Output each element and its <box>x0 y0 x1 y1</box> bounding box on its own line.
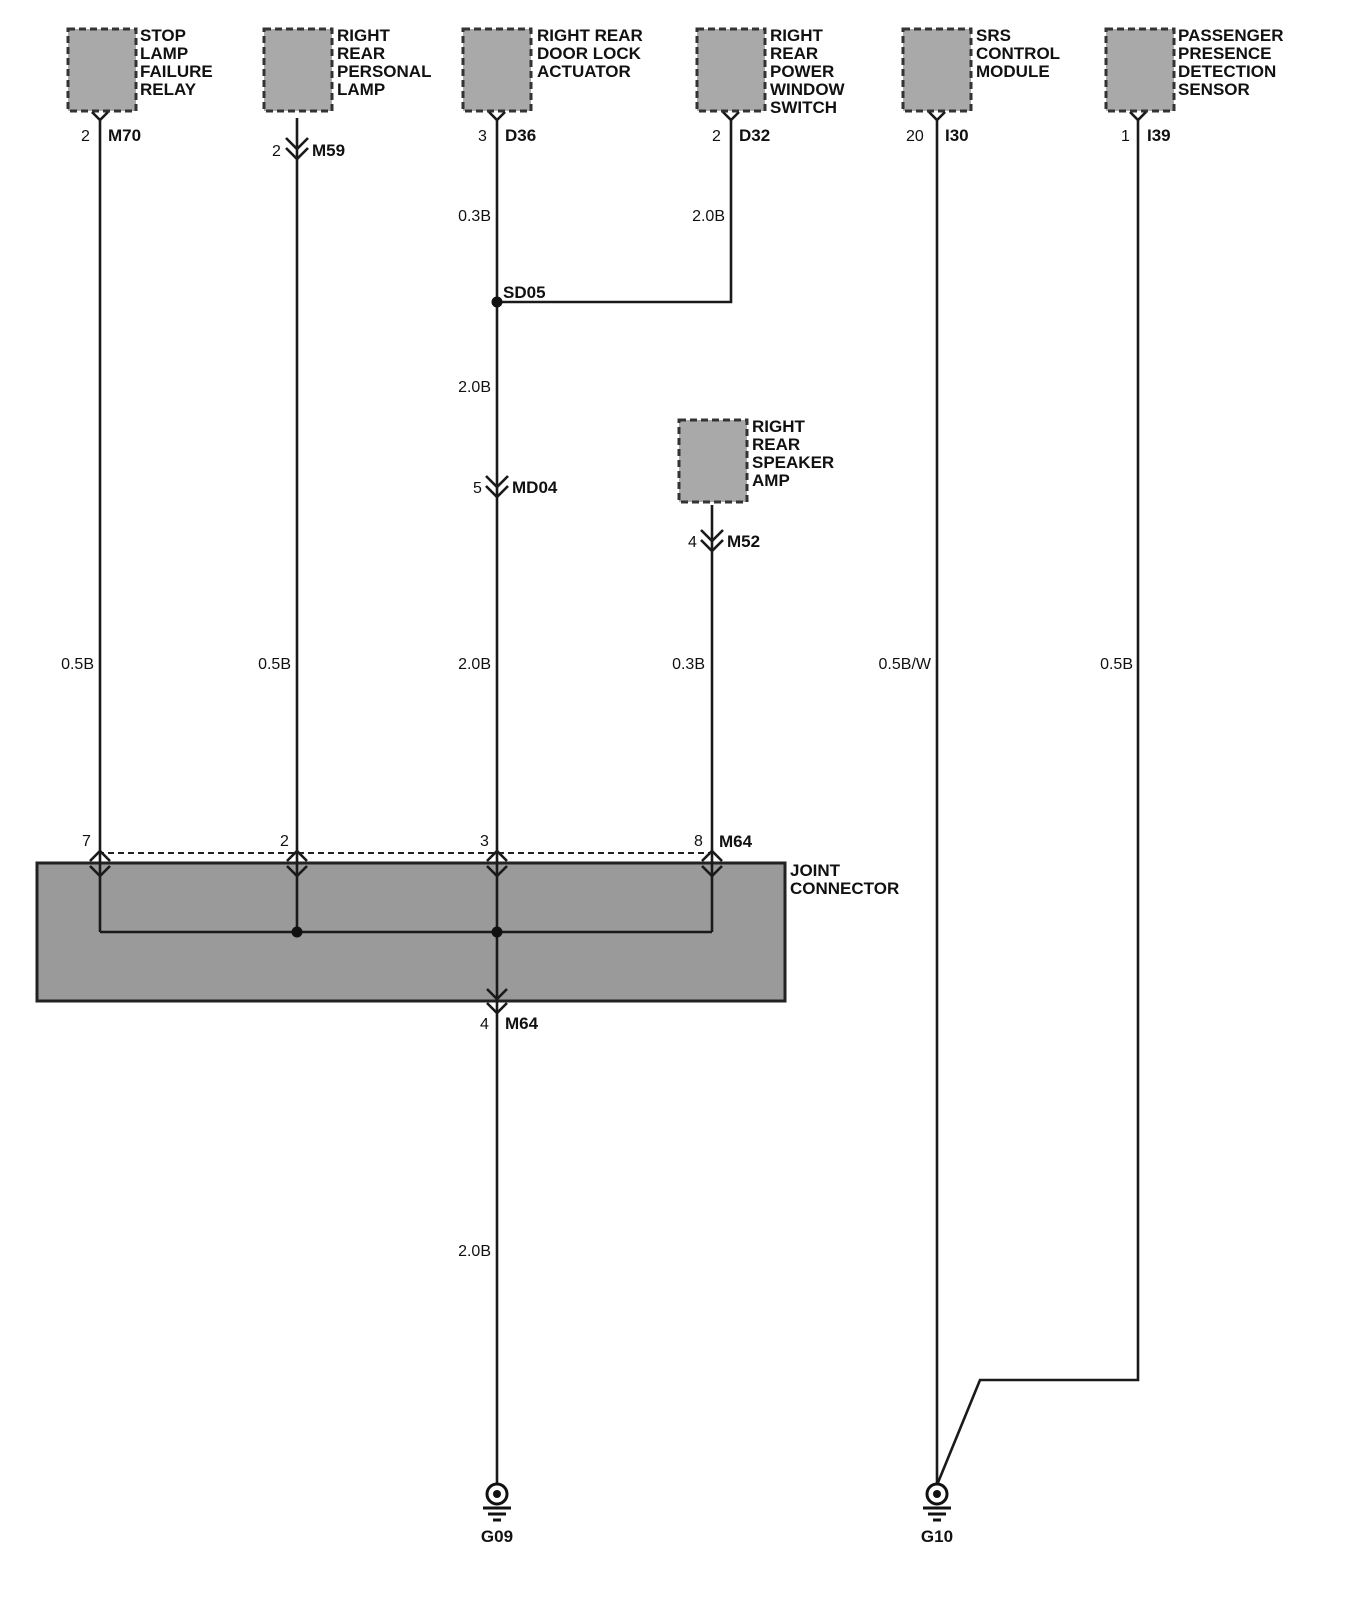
conn-m70: M70 <box>108 126 141 145</box>
pin-i30: 20 <box>906 128 924 145</box>
inline-connector-m52 <box>700 529 724 553</box>
terminal-i39 <box>1129 111 1147 122</box>
conn-i39: I39 <box>1147 126 1171 145</box>
right-rear-door-lock-actuator-label: RIGHT REAR DOOR LOCK ACTUATOR <box>537 26 648 81</box>
jc-terminal-3 <box>486 849 508 878</box>
jc-terminal-4 <box>486 988 508 1015</box>
right-rear-door-lock-actuator-box <box>461 27 533 113</box>
terminal-i30 <box>928 111 946 122</box>
conn-md04: MD04 <box>512 478 558 497</box>
jc-pin-4: 4 <box>480 1016 489 1033</box>
ground-g09-icon <box>483 1482 511 1522</box>
wire-label-g09: 2.0B <box>458 1243 491 1260</box>
splice-sd05-dot <box>491 296 503 308</box>
wire-label-m52: 0.3B <box>672 656 705 673</box>
wire-label-sd05-md04: 2.0B <box>458 379 491 396</box>
stop-lamp-failure-relay-label: STOP LAMP FAILURE RELAY <box>140 26 217 99</box>
wire-i39-g10 <box>935 118 1140 1486</box>
conn-d36: D36 <box>505 126 536 145</box>
wire-label-m70: 0.5B <box>61 656 94 673</box>
ground-g10-icon <box>923 1482 951 1522</box>
pin-i39: 1 <box>1121 128 1130 145</box>
pin-d36: 3 <box>478 128 487 145</box>
splice-sd05-label: SD05 <box>503 283 546 302</box>
srs-control-module-label: SRS CONTROL MODULE <box>976 26 1064 81</box>
pin-d32: 2 <box>712 128 721 145</box>
wire-d32-sd05 <box>497 118 733 304</box>
jc-pin-3: 3 <box>480 833 489 850</box>
joint-connector-label: JOINT CONNECTOR <box>790 861 899 898</box>
conn-m52: M52 <box>727 532 760 551</box>
passenger-presence-sensor-label: PASSENGER PRESENCE DETECTION SENSOR <box>1178 26 1288 99</box>
wire-label-i39: 0.5B <box>1100 656 1133 673</box>
wire-label-d36: 0.3B <box>458 208 491 225</box>
jc-pin-2: 2 <box>280 833 289 850</box>
jc-conn-m64-top: M64 <box>719 832 753 851</box>
terminal-m70 <box>91 111 109 122</box>
ground-g09-label: G09 <box>481 1527 513 1546</box>
jc-terminal-8 <box>701 849 723 878</box>
right-rear-speaker-amp-box <box>677 418 749 504</box>
wire-label-md04: 2.0B <box>458 656 491 673</box>
srs-control-module-box <box>901 27 973 113</box>
inline-connector-m59 <box>285 137 309 161</box>
pin-md04: 5 <box>473 480 482 497</box>
jc-terminal-7 <box>89 849 111 878</box>
wire-label-i30: 0.5B/W <box>879 656 932 673</box>
right-rear-personal-lamp-label: RIGHT REAR PERSONAL LAMP <box>337 26 436 99</box>
jc-splice-dot-2 <box>491 926 503 938</box>
wire-label-d32: 2.0B <box>692 208 725 225</box>
jc-splice-dot-1 <box>291 926 303 938</box>
right-rear-power-window-switch-label: RIGHT REAR POWER WINDOW SWITCH <box>770 26 849 117</box>
ground-g10-label: G10 <box>921 1527 953 1546</box>
pin-m52: 4 <box>688 534 697 551</box>
pin-m70: 2 <box>81 128 90 145</box>
passenger-presence-sensor-box <box>1104 27 1176 113</box>
jc-terminal-2 <box>286 849 308 878</box>
jc-pin-7: 7 <box>82 833 91 850</box>
terminal-d36 <box>488 111 506 122</box>
jc-conn-m64-bottom: M64 <box>505 1014 539 1033</box>
jc-pin-8: 8 <box>694 833 703 850</box>
conn-d32: D32 <box>739 126 770 145</box>
stop-lamp-failure-relay-box <box>66 27 138 113</box>
right-rear-power-window-switch-box <box>695 27 767 113</box>
terminal-d32 <box>722 111 740 122</box>
inline-connector-md04 <box>485 475 509 499</box>
wire-label-m59: 0.5B <box>258 656 291 673</box>
right-rear-speaker-amp-label: RIGHT REAR SPEAKER AMP <box>752 417 839 490</box>
conn-m59: M59 <box>312 141 345 160</box>
pin-m59: 2 <box>272 143 281 160</box>
conn-i30: I30 <box>945 126 969 145</box>
right-rear-personal-lamp-box <box>262 27 334 113</box>
